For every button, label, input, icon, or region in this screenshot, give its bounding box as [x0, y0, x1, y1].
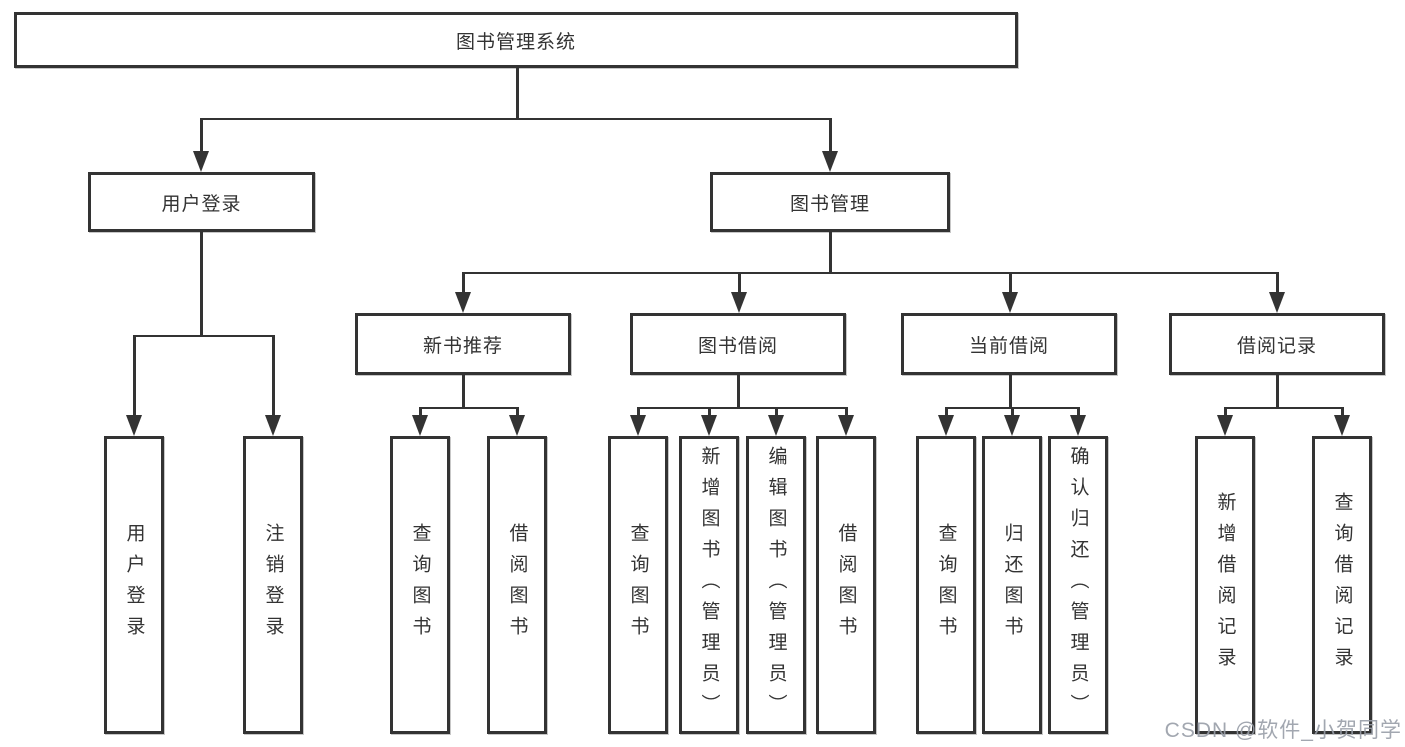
connector-root-bar [200, 117, 831, 120]
leaf-confirm-return-admin: 确认归还（管理员） [1048, 436, 1108, 734]
connector-edge [945, 407, 948, 416]
connector-edge [829, 118, 832, 151]
leaf-borrow-books-borrowing: 借阅图书 [816, 436, 876, 734]
node-book-borrowing: 图书借阅 [630, 313, 846, 375]
arrow-down-icon [265, 415, 281, 436]
connector-edge [1077, 407, 1080, 416]
leaf-label: 借阅图书 [835, 523, 857, 647]
node-label: 新书推荐 [422, 335, 503, 357]
arrow-down-icon [1004, 415, 1020, 436]
arrow-down-icon [701, 415, 717, 436]
arrow-down-icon [938, 415, 954, 436]
leaf-label: 用户登录 [123, 523, 145, 647]
connector-edge [272, 335, 275, 415]
connector-edge [419, 407, 422, 416]
connector-stem [737, 375, 740, 408]
connector-edge [1276, 272, 1279, 293]
node-user-login-branch: 用户登录 [88, 172, 315, 232]
leaf-logout: 注销登录 [243, 436, 303, 734]
connector-edge [708, 407, 711, 416]
leaf-add-borrow-record: 新增借阅记录 [1195, 436, 1255, 734]
leaf-label: 注销登录 [262, 523, 284, 647]
node-new-book-recommend: 新书推荐 [355, 313, 571, 375]
connector-edge [1341, 407, 1344, 416]
arrow-down-icon [768, 415, 784, 436]
leaf-label: 编辑图书（管理员） [765, 445, 787, 725]
leaf-label: 确认归还（管理员） [1067, 445, 1089, 725]
connector-edge [133, 335, 136, 415]
connector-root-stem [516, 68, 519, 120]
arrow-down-icon [455, 292, 471, 313]
connector-edge [200, 118, 203, 151]
node-root-label: 图书管理系统 [455, 31, 576, 53]
connector-userlogin-stem [200, 232, 203, 336]
connector-stem [1009, 375, 1012, 408]
connector-edge [775, 407, 778, 416]
leaf-query-books-recommend: 查询图书 [390, 436, 450, 734]
leaf-label: 查询借阅记录 [1331, 492, 1353, 678]
arrow-down-icon [630, 415, 646, 436]
node-label: 用户登录 [161, 193, 242, 215]
node-borrowing-records: 借阅记录 [1169, 313, 1385, 375]
arrow-down-icon [731, 292, 747, 313]
arrow-down-icon [1334, 415, 1350, 436]
leaf-label: 新增借阅记录 [1214, 492, 1236, 678]
connector-edge [637, 407, 640, 416]
leaf-query-books-borrowing: 查询图书 [608, 436, 668, 734]
leaf-user-login: 用户登录 [104, 436, 164, 734]
node-label: 图书管理 [789, 193, 870, 215]
node-label: 当前借阅 [968, 335, 1049, 357]
arrow-down-icon [1070, 415, 1086, 436]
leaf-label: 归还图书 [1001, 523, 1023, 647]
connector-userlogin-bar [133, 334, 274, 337]
connector-edge [738, 272, 741, 293]
arrow-down-icon [509, 415, 525, 436]
arrow-down-icon [1217, 415, 1233, 436]
node-label: 借阅记录 [1236, 335, 1317, 357]
connector-edge [516, 407, 519, 416]
node-book-management: 图书管理 [710, 172, 950, 232]
leaf-label: 查询图书 [409, 523, 431, 647]
node-label: 图书借阅 [697, 335, 778, 357]
leaf-add-book-admin: 新增图书（管理员） [679, 436, 739, 734]
connector-stem [462, 375, 465, 408]
arrow-down-icon [1269, 292, 1285, 313]
connector-stem [1276, 375, 1279, 408]
connector-bar [419, 406, 518, 409]
leaf-label: 新增图书（管理员） [698, 445, 720, 725]
arrow-down-icon [838, 415, 854, 436]
arrow-down-icon [126, 415, 142, 436]
connector-bookmgmt-bar [462, 271, 1278, 274]
leaf-edit-book-admin: 编辑图书（管理员） [746, 436, 806, 734]
arrow-down-icon [193, 151, 209, 172]
leaf-label: 查询图书 [935, 523, 957, 647]
connector-bookmgmt-stem [829, 232, 832, 273]
leaf-label: 查询图书 [627, 523, 649, 647]
node-current-borrowing: 当前借阅 [901, 313, 1117, 375]
leaf-return-book: 归还图书 [982, 436, 1042, 734]
arrow-down-icon [822, 151, 838, 172]
arrow-down-icon [1002, 292, 1018, 313]
connector-edge [1009, 272, 1012, 293]
connector-edge [1224, 407, 1227, 416]
connector-bar [637, 406, 847, 409]
leaf-query-books-current: 查询图书 [916, 436, 976, 734]
leaf-label: 借阅图书 [506, 523, 528, 647]
leaf-borrow-books-recommend: 借阅图书 [487, 436, 547, 734]
leaf-query-borrow-record: 查询借阅记录 [1312, 436, 1372, 734]
watermark: CSDN @软件_小贺同学 [1164, 719, 1402, 742]
connector-edge [1011, 407, 1014, 416]
arrow-down-icon [412, 415, 428, 436]
connector-bar [1224, 406, 1343, 409]
connector-edge [845, 407, 848, 416]
connector-edge [462, 272, 465, 293]
node-root: 图书管理系统 [14, 12, 1018, 68]
